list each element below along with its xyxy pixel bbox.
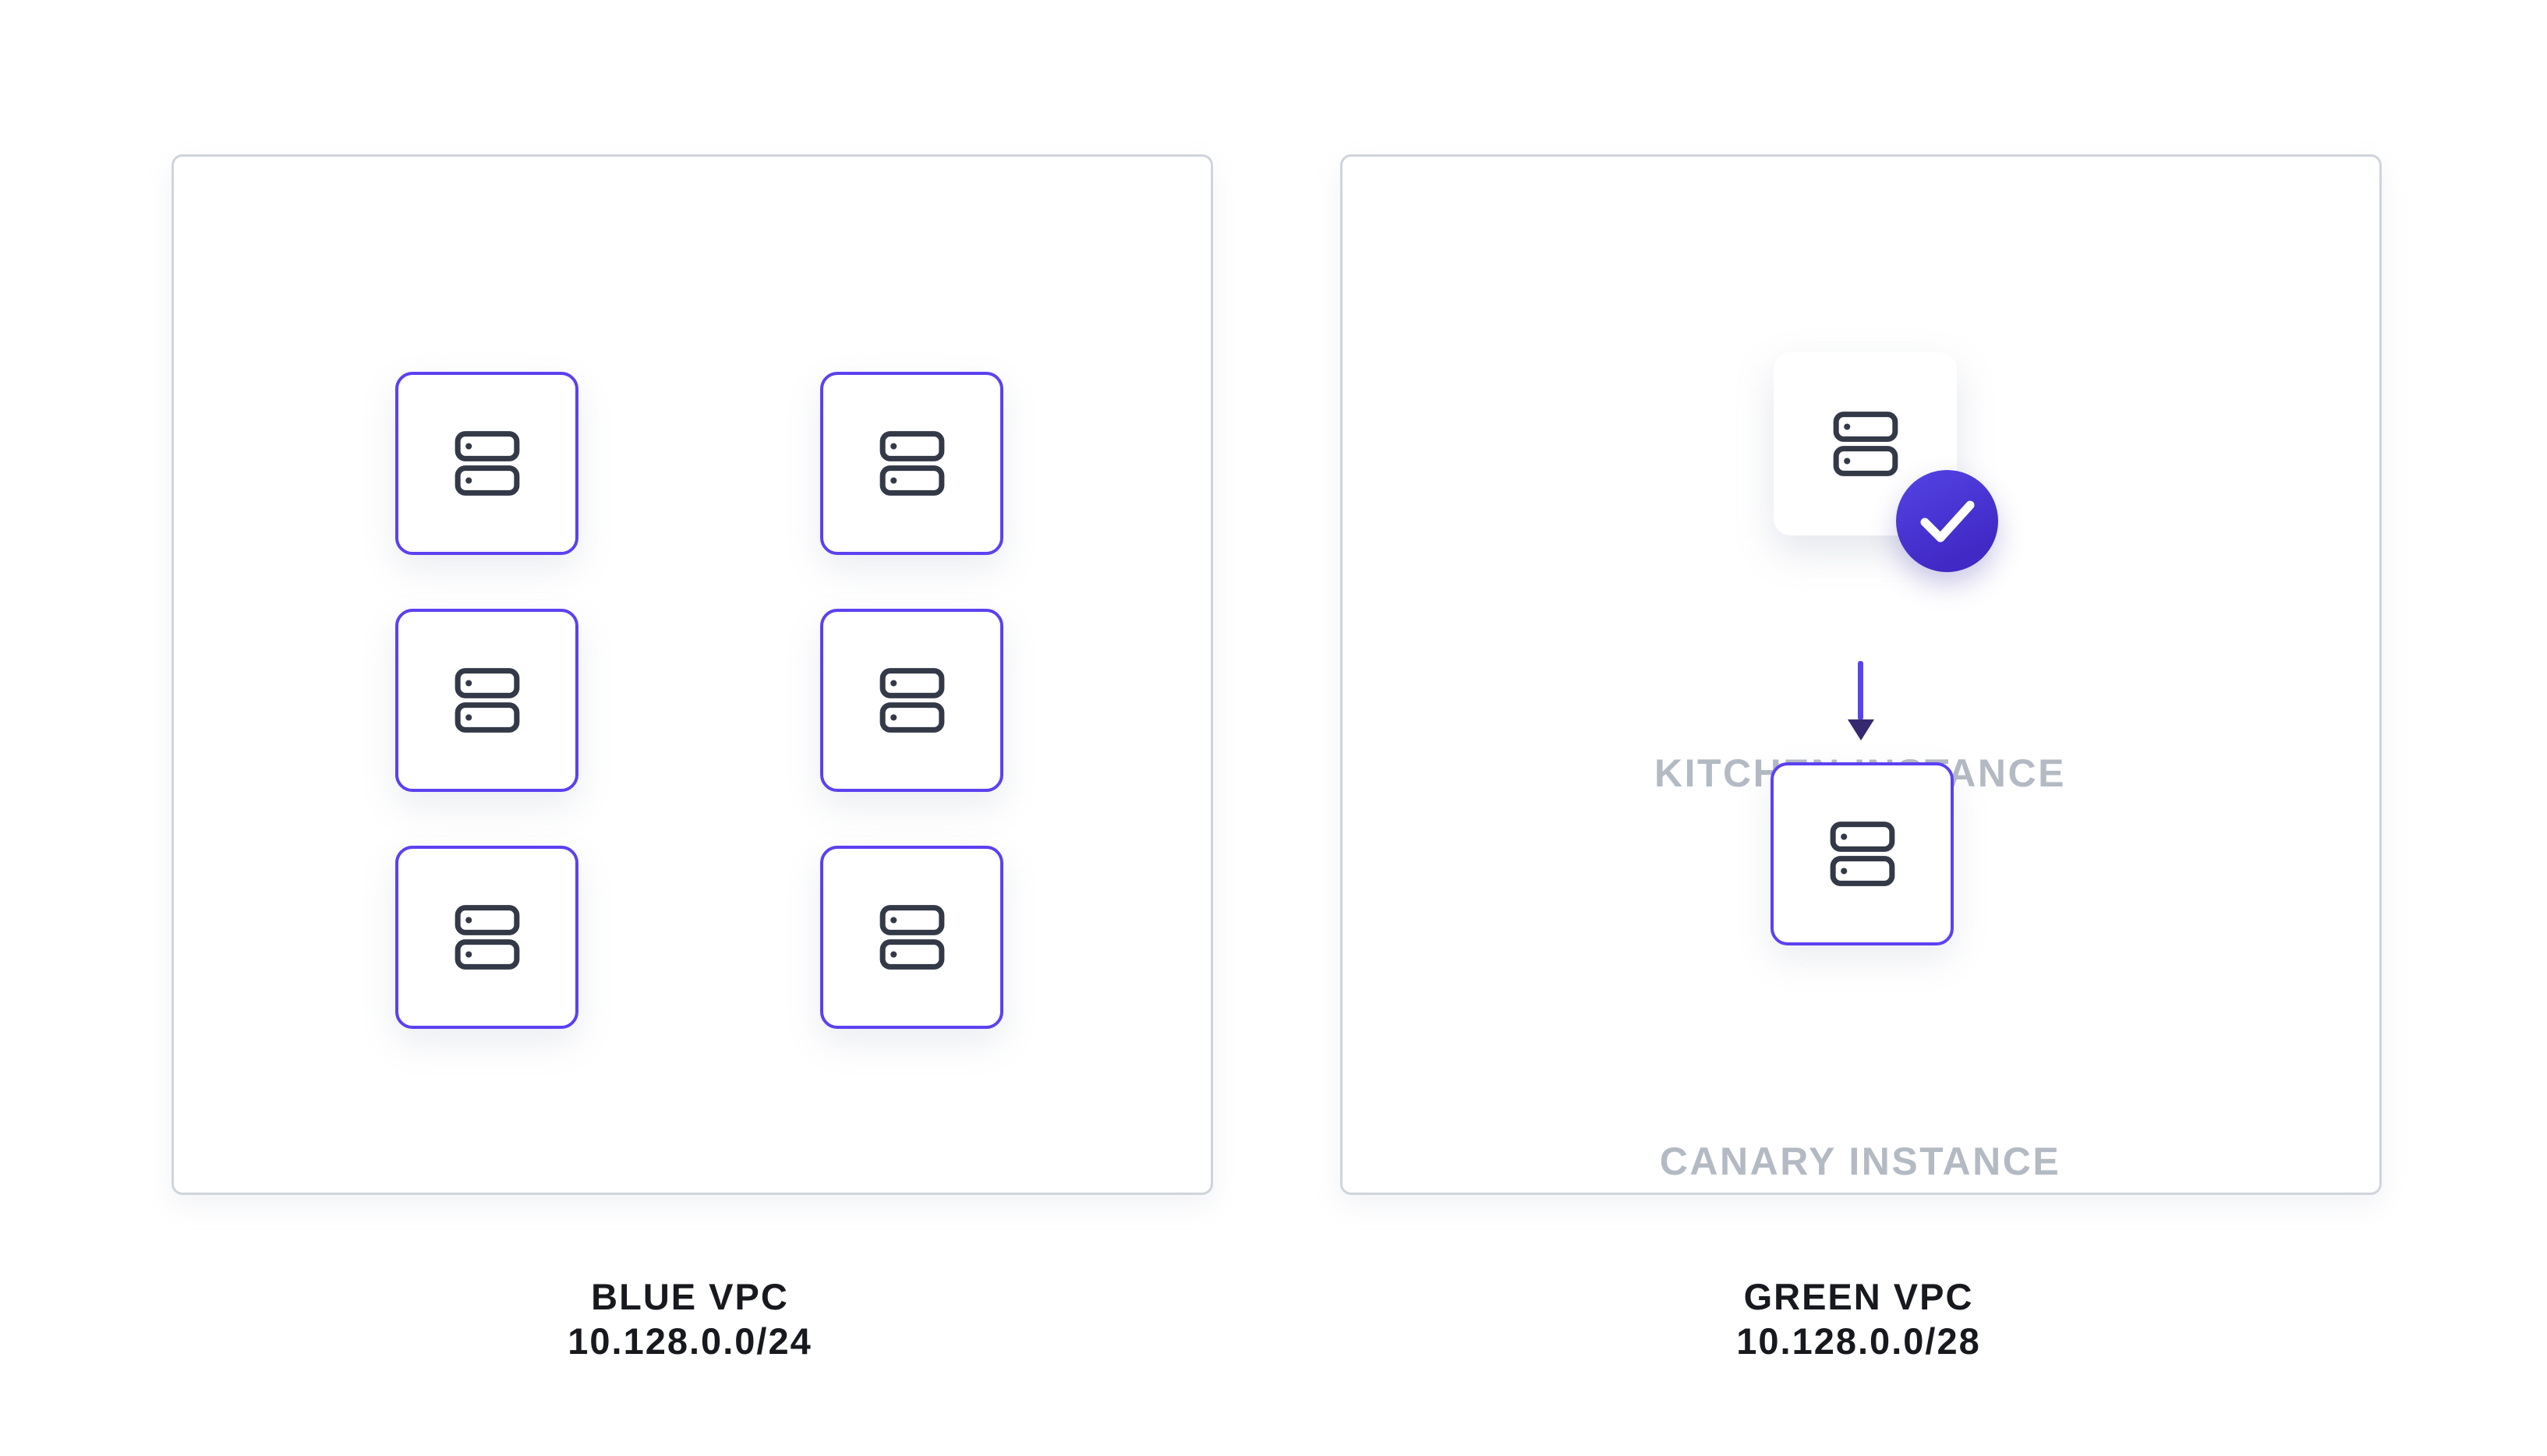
server-icon [879, 905, 944, 970]
arrow-head [1848, 719, 1874, 740]
server-icon [455, 905, 519, 970]
instance-card [395, 609, 578, 792]
server-icon [455, 431, 519, 496]
green-vpc-caption: GREEN VPC 10.128.0.0/28 [1340, 1275, 2377, 1364]
instance-card [395, 846, 578, 1029]
blue-vpc-name: BLUE VPC [591, 1276, 789, 1317]
green-vpc-box: KITCHEN INSTANCE CANARY INSTANCE [1340, 154, 2382, 1195]
blue-vpc-instance-grid [395, 372, 1003, 1029]
blue-vpc-box [172, 154, 1213, 1195]
blue-vpc-caption: BLUE VPC 10.128.0.0/24 [172, 1275, 1208, 1364]
green-vpc-name: GREEN VPC [1743, 1276, 1974, 1317]
instance-card [820, 372, 1003, 555]
blue-vpc-cidr: 10.128.0.0/24 [568, 1320, 812, 1362]
arrow-line [1858, 661, 1863, 720]
instance-card [820, 846, 1003, 1029]
server-icon [455, 668, 519, 733]
check-icon [1920, 500, 1974, 542]
server-icon [1833, 412, 1898, 476]
canary-instance-card [1771, 762, 1954, 945]
server-icon [879, 431, 944, 496]
server-icon [879, 668, 944, 733]
instance-card [395, 372, 578, 555]
canary-instance-label: CANARY INSTANCE [1659, 1140, 2061, 1183]
server-icon [1830, 822, 1894, 886]
instance-card [820, 609, 1003, 792]
check-badge [1896, 470, 1998, 572]
green-vpc-cidr: 10.128.0.0/28 [1736, 1320, 1981, 1362]
